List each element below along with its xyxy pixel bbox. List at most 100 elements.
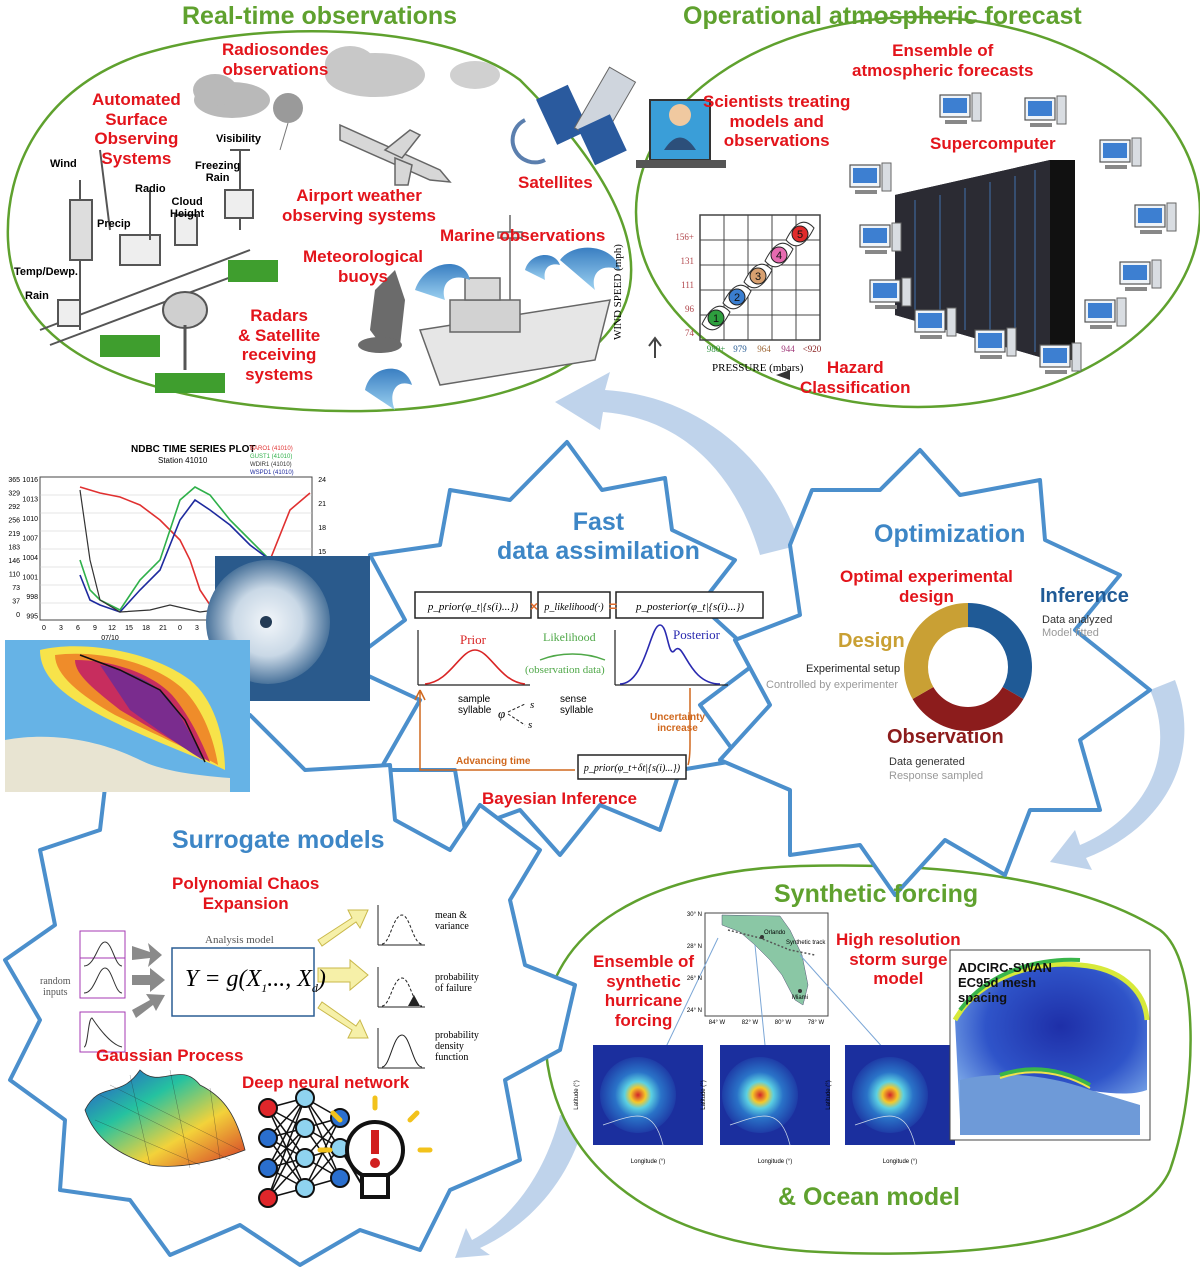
ndbc-left-tick: 365 [8,477,20,484]
optimization-donut [904,603,1032,731]
computer-icon [849,162,892,194]
station-visibility-label: Visibility [216,133,262,145]
nn-node [295,1178,315,1198]
ndbc-pressure-tick: 995 [26,614,38,621]
hazard-category-label: 4 [776,250,782,262]
assimilation-diagram: p_prior(φ_t|{s(i)...}) p_likelihood(·) p… [414,591,764,780]
oed-label: Optimal experimental design [840,567,1013,606]
nn-node [258,1098,278,1118]
storm-panel: Longitude (°) Latitude (°) [826,1045,955,1165]
assimilation-gear [343,440,762,857]
ndbc-pressure-tick: 1016 [22,477,38,484]
ndbc-legend-gust: GUST1 (41010) [250,454,293,460]
computer-icon [859,222,902,254]
airport-label: Airport weather observing systems [282,186,437,225]
advancing-label: Advancing time [456,756,531,767]
nn-node [295,1088,315,1108]
clouds [193,46,500,118]
analysis-model-label: Analysis model [205,934,274,946]
nn-node [258,1158,278,1178]
ndbc-x-tick: 15 [125,625,133,632]
hazard-ytick: 111 [681,280,694,290]
storm-panel-ylabel: Latitude (°) [701,1080,707,1109]
hazard-xtick: 979 [733,344,747,354]
donut-inference-segment [968,603,1032,699]
map-lat-tick: 28° N [687,944,702,950]
design-title: Design [838,630,905,652]
ndbc-left-tick: 0 [16,612,20,619]
ndbc-left-tick: 110 [9,572,20,579]
computer-icon [914,307,957,339]
observation-sub1: Data generated [889,756,965,768]
computer-icon [1119,259,1162,291]
bayesian-label: Bayesian Inference [482,789,637,808]
donut-observation-segment [912,687,1024,731]
hazard-xtick: 964 [757,344,771,354]
optimization-title: Optimization [874,520,1026,548]
grass-patches [100,260,278,393]
hurricane-track-map [5,640,250,792]
map-miami: Miami [792,995,808,1001]
nn-edge [267,1127,306,1199]
nn-node [295,1118,315,1138]
computer-icons [849,92,1177,374]
hazard-ytick: 96 [685,304,695,314]
ndbc-legend-wdir: WDIR1 (41010) [250,462,292,468]
map-lon-tick: 78° W [808,1020,825,1026]
ndbc-station: Station 41010 [158,456,208,465]
storm-panel-ylabel: Latitude (°) [826,1080,832,1109]
svg-text:=: = [609,598,617,614]
gaussian-process-surface [84,1069,246,1169]
radar-dish-drawing [162,291,208,370]
ndbc-left-tick: 219 [8,531,20,538]
nn-edge [267,1097,306,1169]
ship-drawing [418,215,612,386]
cycle-arrow-right [1050,680,1185,870]
ndbc-left-tick: 256 [8,518,20,525]
satellite-drawing [510,66,637,166]
ndbc-left-tick: 329 [8,491,20,498]
ndbc-left-tick: 37 [12,599,20,606]
marine-label: Marine observations [440,226,606,245]
ndbc-pressure-tick: 1001 [22,575,38,582]
storm-panel: Longitude (°)Latitude (°) [701,1045,830,1165]
hazard-category-label: 5 [797,229,803,241]
random-inputs-label: random inputs [40,976,71,998]
storm-panel-xlabel: Longitude (°) [883,1159,917,1165]
station-precip-label: Precip [97,218,131,230]
cycle-arrow-bottom [455,1115,585,1258]
surrogate-diagram [79,905,425,1069]
inference-sub2: Model fitted [1042,627,1099,639]
forecast-title: Operational atmospheric forecast [683,2,1082,30]
inference-sub1: Data analyzed [1042,614,1113,626]
realtime-title: Real-time observations [182,2,458,30]
computer-icon [1099,137,1142,169]
nn-edge [267,1097,306,1199]
prior-label: Prior [460,632,486,647]
hazard-category-label: 2 [734,292,740,304]
uncertainty-label: Uncertainty increase [650,712,706,734]
map-lon-tick: 80° W [775,1020,792,1026]
mesh-map [949,949,1151,1141]
svg-text:p_likelihood(·): p_likelihood(·) [543,602,604,613]
svg-text:s: s [530,699,534,711]
florida-map [654,912,886,1071]
ndbc-x-tick: 0 [42,625,46,632]
svg-text:p_posterior(φ_t|{s(i)...}): p_posterior(φ_t|{s(i)...}) [635,601,744,613]
hazard-category-marker: 1 [701,305,731,331]
computer-icon [974,327,1017,359]
hazard-xtick: 980+ [707,344,726,354]
airplane-drawing [339,123,452,186]
inference-title: Inference [1040,585,1129,607]
waves-drawing [365,247,620,410]
design-sub1: Experimental setup [806,663,901,675]
hazard-category-label: 3 [755,271,761,283]
ndbc-x-tick: 0 [178,625,182,632]
observation-title: Observation [887,726,1004,748]
nn-node [330,1168,350,1188]
radars-label: Radars & Satellite receiving systems [238,306,321,384]
ndbc-x-tick: 3 [195,625,199,632]
ndbc-pressure-tick: 1007 [22,536,38,543]
highres-label: High resolution storm surge model [836,930,961,989]
